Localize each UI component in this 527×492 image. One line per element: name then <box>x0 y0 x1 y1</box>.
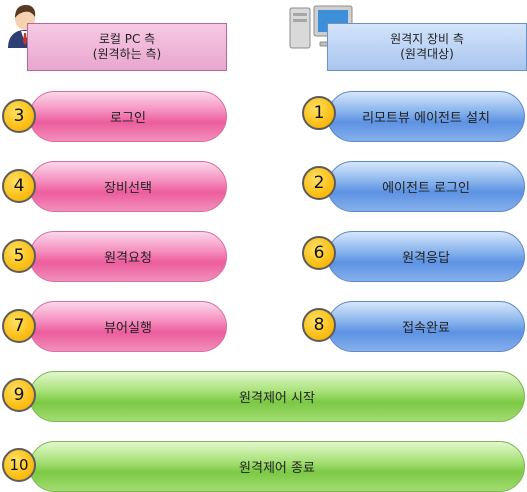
step-3-badge: 3 <box>2 99 36 133</box>
step-2-label: 에이전트 로그인 <box>382 181 470 196</box>
local-pc-header: 로컬 PC 측 (원격하는 측) <box>27 23 227 71</box>
step-7-number: 7 <box>13 316 25 336</box>
step-6-label: 원격응답 <box>402 251 450 266</box>
step-4-select-device: 장비선택 <box>29 161 227 212</box>
step-7-label: 뷰어실행 <box>104 321 152 336</box>
step-8-connection-complete: 접속완료 <box>327 301 525 352</box>
local-pc-header-subtitle: (원격하는 측) <box>92 47 162 61</box>
step-10-label: 원격제어 종료 <box>239 461 315 476</box>
step-9-remote-control-start: 원격제어 시작 <box>29 371 525 422</box>
step-4-number: 4 <box>13 176 25 196</box>
step-9-badge: 9 <box>2 378 36 412</box>
step-3-login: 로그인 <box>29 91 227 142</box>
step-6-number: 6 <box>313 243 325 263</box>
step-4-label: 장비선택 <box>104 181 152 196</box>
step-6-badge: 6 <box>302 236 336 270</box>
step-3-number: 3 <box>13 106 25 126</box>
remote-device-header-subtitle: (원격대상) <box>400 47 454 61</box>
step-5-remote-request: 원격요청 <box>29 231 227 282</box>
step-8-number: 8 <box>313 315 325 335</box>
step-7-viewer-launch: 뷰어실행 <box>29 301 227 352</box>
step-2-agent-login: 에이전트 로그인 <box>327 161 525 212</box>
remote-device-header-title: 원격지 장비 측 <box>390 32 464 46</box>
step-9-label: 원격제어 시작 <box>239 391 315 406</box>
step-4-badge: 4 <box>2 169 36 203</box>
step-1-install-agent: 리모트뷰 에이전트 설치 <box>327 91 525 142</box>
remote-device-header: 원격지 장비 측 (원격대상) <box>327 23 527 71</box>
step-10-number: 10 <box>9 456 29 474</box>
step-1-badge: 1 <box>302 96 336 130</box>
step-10-badge: 10 <box>2 448 36 482</box>
step-5-number: 5 <box>13 246 25 266</box>
step-8-badge: 8 <box>302 308 336 342</box>
step-7-badge: 7 <box>2 309 36 343</box>
step-6-remote-response: 원격응답 <box>327 231 525 282</box>
local-pc-header-title: 로컬 PC 측 <box>98 32 156 46</box>
step-8-label: 접속완료 <box>402 321 450 336</box>
step-1-number: 1 <box>313 103 325 123</box>
step-10-remote-control-end: 원격제어 종료 <box>29 441 525 492</box>
step-5-label: 원격요청 <box>104 251 152 266</box>
step-3-label: 로그인 <box>110 111 146 126</box>
step-2-badge: 2 <box>302 166 336 200</box>
step-1-label: 리모트뷰 에이전트 설치 <box>362 111 490 126</box>
step-5-badge: 5 <box>2 239 36 273</box>
step-9-number: 9 <box>13 385 25 405</box>
step-2-number: 2 <box>313 173 325 193</box>
